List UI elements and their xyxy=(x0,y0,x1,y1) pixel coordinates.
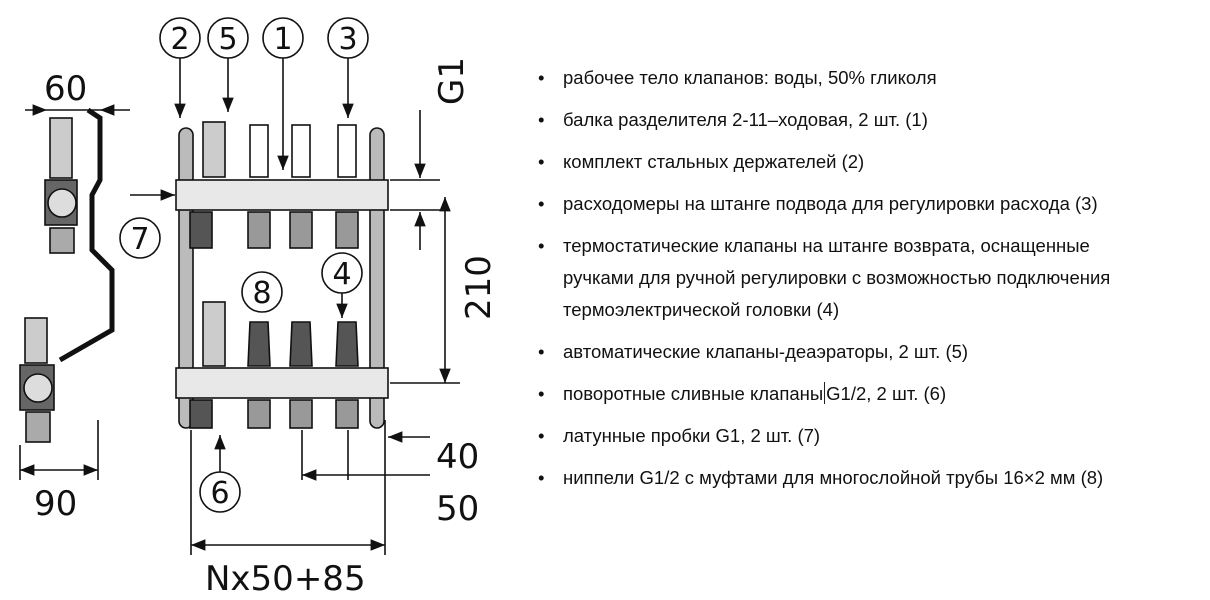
callout-4: 4 xyxy=(332,257,351,292)
item-text: ручками для ручной регулировки с возможн… xyxy=(563,267,1111,288)
dim-90: 90 xyxy=(34,484,77,524)
callout-5: 5 xyxy=(218,22,237,57)
item-text: автоматические клапаны-деаэраторы, 2 шт.… xyxy=(563,341,969,362)
bullet-icon: • xyxy=(538,467,545,488)
bullet-icon: • xyxy=(538,425,545,446)
bullet-icon: • xyxy=(538,341,545,362)
list-item: • термостатические клапаны на штанге возв… xyxy=(538,230,1110,326)
dim-210: 210 xyxy=(459,255,499,320)
callout-6: 6 xyxy=(210,476,229,511)
item-text: балка разделителя 2-11–ходовая, 2 шт. (1… xyxy=(563,109,928,130)
feature-list: • рабочее тело клапанов: воды, 50% гликол… xyxy=(538,62,1110,504)
item-text: термостатические клапаны на штанге возвр… xyxy=(563,235,1090,256)
callout-3: 3 xyxy=(338,22,357,57)
dim-g1: G1 xyxy=(432,57,472,105)
list-item: • латунные пробки G1, 2 шт. (7) xyxy=(538,420,1110,452)
list-item: • автоматические клапаны-деаэраторы, 2 шт… xyxy=(538,336,1110,368)
item-text: поворотные сливные клапаны xyxy=(563,383,824,404)
callout-1: 1 xyxy=(273,22,292,57)
item-text: латунные пробки G1, 2 шт. (7) xyxy=(563,425,821,446)
list-item: • расходомеры на штанге подвода для регул… xyxy=(538,188,1110,220)
side-view xyxy=(19,107,115,443)
bullet-icon: • xyxy=(538,151,545,172)
list-item: • рабочее тело клапанов: воды, 50% гликол… xyxy=(538,62,1110,94)
callout-7: 7 xyxy=(130,222,149,257)
dim-40: 40 xyxy=(436,437,479,477)
bullet-icon: • xyxy=(538,109,545,130)
bullet-icon: • xyxy=(538,235,545,256)
callout-8: 8 xyxy=(252,276,271,311)
list-item: • комплект стальных держателей (2) xyxy=(538,146,1110,178)
item-text: комплект стальных держателей (2) xyxy=(563,151,865,172)
bullet-icon: • xyxy=(538,383,545,404)
text-cursor xyxy=(824,382,826,404)
dim-total-width: Nx50+85 xyxy=(205,559,366,599)
item-text: рабочее тело клапанов: воды, 50% гликоля xyxy=(563,67,937,88)
manifold-diagram: 1 2 3 4 5 6 7 8 60 90 G1 210 40 50 Nx50+… xyxy=(19,17,499,599)
callout-2: 2 xyxy=(170,22,189,57)
dim-50: 50 xyxy=(436,489,479,529)
bullet-icon: • xyxy=(538,193,545,214)
list-item: • балка разделителя 2-11–ходовая, 2 шт. (… xyxy=(538,104,1110,136)
bullet-icon: • xyxy=(538,67,545,88)
item-text: расходомеры на штанге подвода для регули… xyxy=(563,193,1098,214)
item-text: термоэлектрической головки (4) xyxy=(563,299,840,320)
dim-60: 60 xyxy=(44,69,87,109)
item-text: G1/2, 2 шт. (6) xyxy=(826,383,947,404)
item-text: ниппели G1/2 с муфтами для многослойной … xyxy=(563,467,1104,488)
list-item: • ниппели G1/2 с муфтами для многослойной… xyxy=(538,462,1110,494)
